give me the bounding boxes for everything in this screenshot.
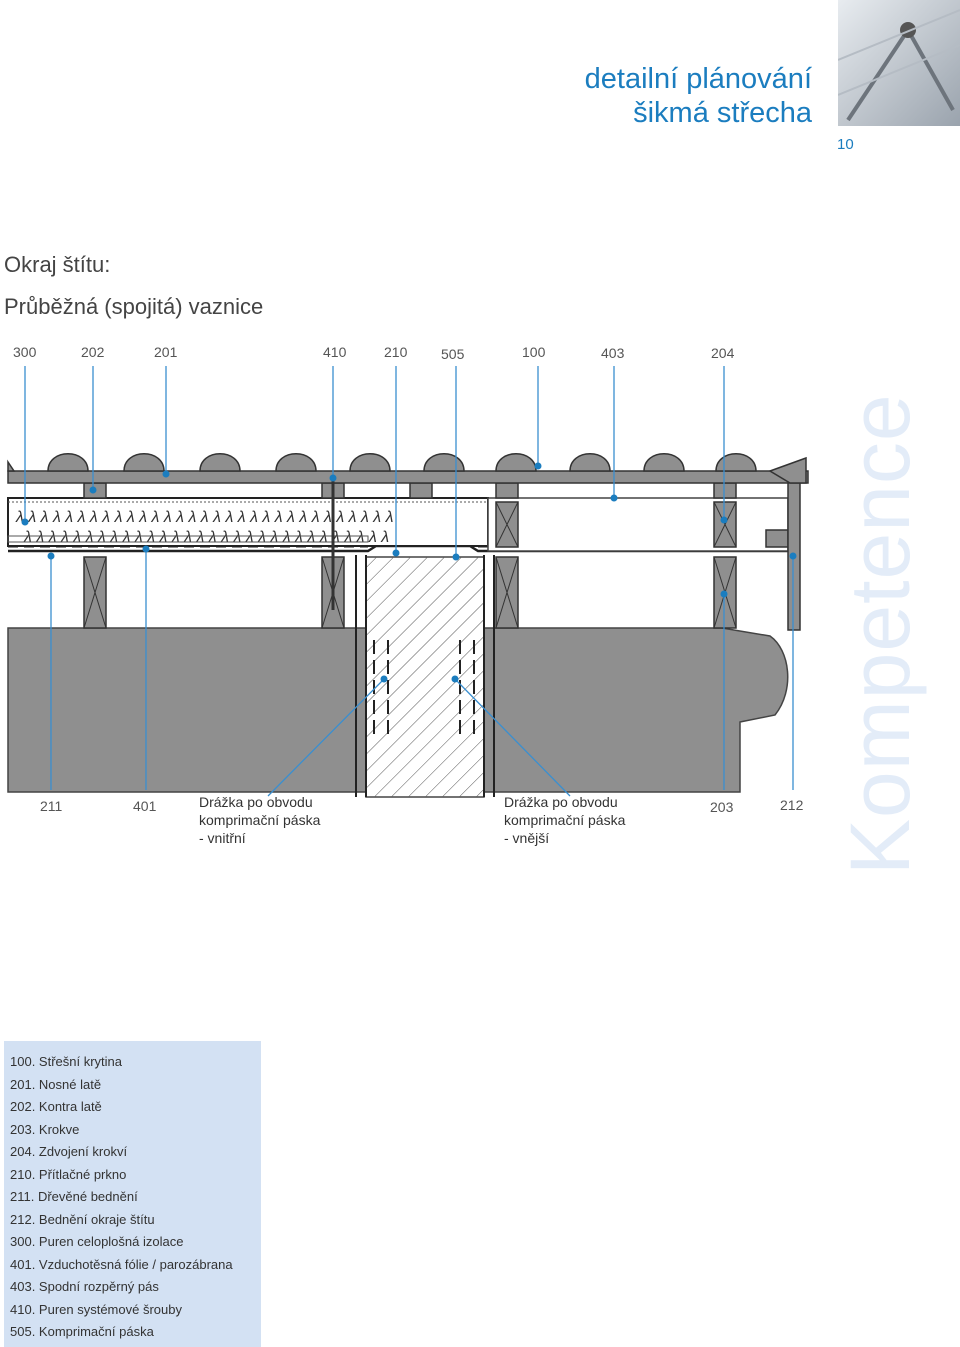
label-403: 403	[601, 345, 625, 361]
header-photo	[838, 0, 960, 126]
legend-item: 410. Puren systémové šrouby	[10, 1302, 182, 1317]
insulation-board	[7, 497, 489, 547]
label-401: 401	[133, 798, 157, 814]
callout-outer-line-1: Drážka po obvodu	[504, 794, 618, 810]
legend-item: 204. Zdvojení krokví	[10, 1144, 128, 1159]
label-204: 204	[711, 345, 735, 361]
leader-dots	[21, 462, 797, 683]
label-410: 410	[323, 344, 347, 360]
legend-item: 300. Puren celoplošná izolace	[10, 1234, 184, 1249]
legend-panel: 100. Střešní krytina 201. Nosné latě 202…	[4, 1041, 261, 1347]
callout-outer-groove: Drážka po obvodu komprimační páska - vně…	[504, 793, 625, 847]
label-300: 300	[13, 344, 37, 360]
title-line-2: šikmá střecha	[633, 97, 812, 129]
section-subheading: Průběžná (spojitá) vaznice	[4, 294, 264, 319]
page-number: 10	[837, 136, 854, 153]
callout-inner-line-2: komprimační páska	[199, 812, 321, 828]
legend-item: 211. Dřevěné bednění	[10, 1189, 138, 1204]
label-210: 210	[384, 344, 408, 360]
label-203: 203	[710, 799, 734, 815]
roof-section-drawing: λ λ λ λ λ λ λ λ λ λ λ λ λ λ λ λ λ λ λ λ …	[7, 366, 809, 798]
section-heading: Okraj štítu:	[4, 252, 111, 277]
callout-inner-line-1: Drážka po obvodu	[199, 794, 313, 810]
label-201: 201	[154, 344, 178, 360]
label-202: 202	[81, 344, 105, 360]
label-505: 505	[441, 346, 465, 362]
title-line-1: detailní plánování	[584, 63, 812, 95]
legend-item: 210. Přítlačné prkno	[10, 1167, 127, 1182]
callout-outer-line-3: - vnější	[504, 830, 550, 846]
legend-item: 212. Bednění okraje štítu	[10, 1212, 155, 1227]
legend-item: 403. Spodní rozpěrný pás	[10, 1279, 159, 1294]
legend-item: 505. Komprimační páska	[10, 1324, 154, 1339]
label-212: 212	[780, 797, 804, 813]
label-100: 100	[522, 344, 546, 360]
label-211: 211	[40, 798, 63, 814]
legend-item: 202. Kontra latě	[10, 1099, 102, 1114]
legend-item: 100. Střešní krytina	[10, 1054, 122, 1069]
legend-item: 401. Vzduchotěsná fólie / parozábrana	[10, 1257, 233, 1272]
legend-item: 203. Krokve	[10, 1122, 80, 1137]
roof-covering	[7, 470, 809, 484]
legend-item: 201. Nosné latě	[10, 1077, 102, 1092]
callout-outer-line-2: komprimační páska	[504, 812, 626, 828]
callout-inner-groove: Drážka po obvodu komprimační páska - vni…	[199, 793, 320, 847]
callout-inner-line-3: - vnitřní	[199, 830, 246, 846]
svg-text:λ λ λ λ λ λ λ λ λ λ λ λ λ λ λ: λ λ λ λ λ λ λ λ λ λ λ λ λ λ λ λ λ λ λ λ …	[15, 509, 394, 526]
document-title: detailní plánování šikmá střecha	[492, 62, 812, 130]
roof-tiles	[7, 453, 807, 484]
leader-lines	[24, 366, 794, 797]
